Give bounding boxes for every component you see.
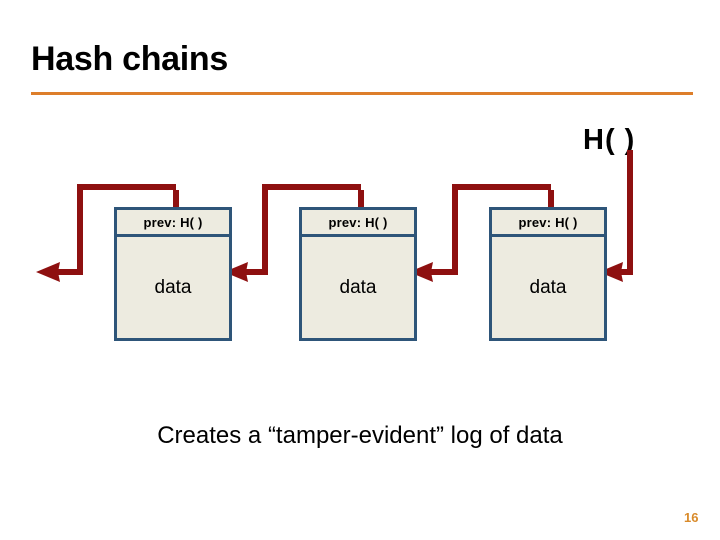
page-title: Hash chains <box>31 40 228 78</box>
block-data-field: data <box>339 276 377 298</box>
hash-chain-block: prev: H( ) data <box>299 207 417 341</box>
block-data-field: data <box>529 276 567 298</box>
arrowhead-genesis <box>36 262 60 282</box>
block-prev-hash-field: prev: H( ) <box>492 210 604 237</box>
block-prev-hash-field: prev: H( ) <box>302 210 414 237</box>
block-data-field: data <box>154 276 192 298</box>
page-number: 16 <box>684 510 699 525</box>
slide-caption: Creates a “tamper-evident” log of data <box>157 422 563 449</box>
hash-function-label: H( ) <box>583 124 636 156</box>
block-prev-hash-field: prev: H( ) <box>117 210 229 237</box>
hash-chain-block: prev: H( ) data <box>489 207 607 341</box>
hash-chain-block: prev: H( ) data <box>114 207 232 341</box>
title-divider <box>31 92 693 95</box>
arrow-hash-to-block3 <box>615 150 633 275</box>
